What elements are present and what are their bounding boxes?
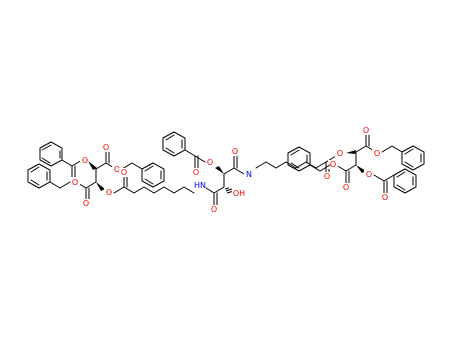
oxygen-label: O (114, 165, 120, 174)
oxygen-label: O (82, 156, 88, 165)
oxygen-label: O (121, 168, 127, 177)
oxygen-label: O (72, 178, 78, 187)
left-hexanoyl-chain (113, 176, 195, 194)
left-benzoyl-ring (39, 141, 63, 167)
central-benzoyl: O (162, 131, 215, 169)
oxygen-label: O (106, 188, 112, 197)
right-hexanoyl-chain (255, 155, 337, 175)
left-benzoyl-carbonyl (61, 159, 83, 178)
oxygen-label: O (211, 205, 217, 214)
oxygen-label: O (382, 193, 388, 202)
oxygen-label: O (363, 126, 369, 135)
right-benzyl-ester-bottom (287, 146, 331, 172)
oxygen-label: O (374, 149, 380, 158)
left-tartrate-core (75, 151, 117, 200)
right-benzyl-ester-top (381, 145, 425, 171)
amide-n-label: N (246, 170, 252, 179)
oxygen-label: O (103, 143, 109, 152)
left-benzyl-ester-bottom (27, 163, 71, 189)
oxygen-label: O (330, 160, 336, 169)
oxygen-label: O (366, 170, 372, 179)
right-tartrate-core (335, 133, 377, 184)
oxygen-label: O (324, 172, 330, 181)
oxygen-label: O (337, 149, 343, 158)
oxygen-label: O (343, 183, 349, 192)
oxygen-label: O (232, 147, 238, 156)
oxygen-label: O (83, 199, 89, 208)
oxygen-label: O (193, 168, 199, 177)
central-tartaramide (205, 155, 245, 206)
amide-nh-label: HN (194, 181, 206, 190)
oxygen-label: O (207, 158, 213, 167)
hydroxyl-label: OH (233, 189, 245, 198)
right-benzoyl (373, 168, 417, 194)
